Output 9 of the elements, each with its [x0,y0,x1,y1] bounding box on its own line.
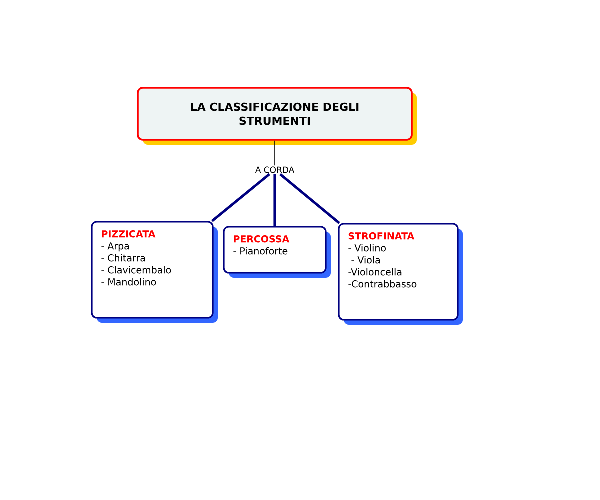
category-box: PIZZICATA - Arpa - Chitarra - Clavicembalo - Mandolino [91,221,218,323]
connector-line [274,174,276,226]
category-box: STROFINATA - Violino - Viola -Violoncella -Contrabbasso [338,223,463,325]
node-label: A CORDA [254,166,296,174]
connector-line [280,173,340,224]
title-box: LA CLASSIFICAZIONE DEGLI STRUMENTI [137,87,417,145]
category-box: PERCOSSA - Pianoforte [223,226,331,278]
connector-line [211,173,270,222]
connector-line [274,140,276,166]
